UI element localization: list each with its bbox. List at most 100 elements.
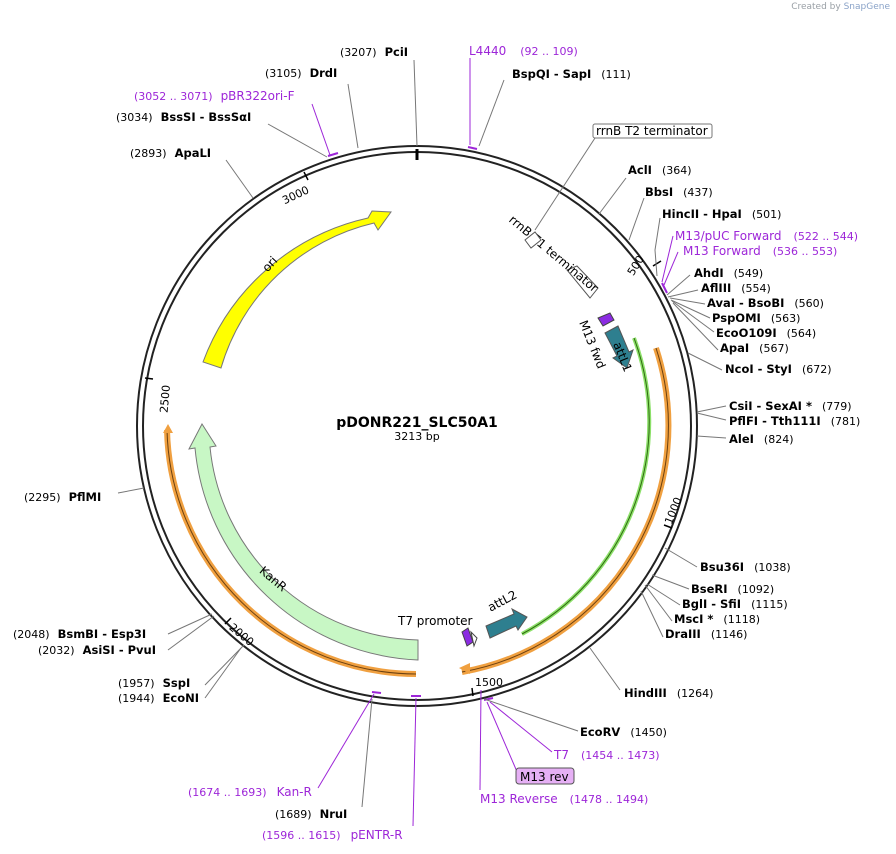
enzyme-msci[interactable]: MscI *(1118) [674, 612, 760, 626]
primer-kan-r[interactable]: (1674 .. 1693)Kan-R [188, 785, 312, 799]
enzyme-leaders [117, 59, 727, 808]
enzyme-acli[interactable]: AclI(364) [628, 163, 692, 177]
enzyme-pflfi[interactable]: PflFI - Tth111I(781) [729, 414, 860, 428]
enzyme-pspomi[interactable]: PspOMI(563) [712, 311, 800, 325]
enzyme-drdi[interactable]: (3105)DrdI [265, 66, 337, 80]
enzyme-bgli[interactable]: BglI - SfiI(1115) [682, 597, 788, 611]
enzyme-afliii[interactable]: AflIII(554) [701, 281, 771, 295]
plasmid-size: 3213 bp [394, 430, 439, 443]
primer-mark-m13-forward [661, 282, 668, 294]
t7-promoter-feature[interactable] [461, 627, 474, 647]
leader-econi [204, 647, 242, 699]
leader-ahdi [666, 274, 691, 296]
leader-draiii [640, 590, 664, 638]
primer-pbr322ori-f[interactable]: (3052 .. 3071)pBR322ori-F [134, 89, 295, 103]
enzyme-hindiii[interactable]: HindIII(1264) [624, 686, 713, 700]
rrnb-t2-box [592, 123, 713, 139]
leader-hincii [654, 217, 661, 277]
t7-small-marker [470, 630, 478, 648]
primer-m13-forward[interactable]: M13 Forward(536 .. 553) [683, 244, 837, 258]
enzyme-ecorv[interactable]: EcoRV(1450) [580, 725, 667, 739]
insert-band-core [521, 337, 650, 635]
plasmid-name: pDONR221_SLC50A1 [336, 415, 498, 431]
leader-bgli [646, 583, 681, 606]
insert-band [521, 337, 652, 636]
tick-label-1000: 1000 [662, 495, 685, 526]
enzyme-bspqi[interactable]: BspQI - SapI(111) [512, 67, 631, 81]
leader-ecorv [483, 698, 579, 732]
t7-promoter-label: T7 promoter [397, 614, 473, 628]
enzyme-ecoo109i[interactable]: EcoO109I(564) [716, 326, 816, 340]
leader-sspi [204, 644, 245, 686]
enzyme-avai[interactable]: AvaI - BsoBI(560) [707, 296, 824, 310]
enzyme-ahdi[interactable]: AhdI(549) [694, 266, 763, 280]
attl2-feature[interactable] [485, 607, 528, 639]
enzyme-bsu36i[interactable]: Bsu36I(1038) [700, 560, 791, 574]
leader-hindiii [589, 647, 621, 691]
rrnb-t2-leader [534, 137, 596, 231]
primer-m13-rev[interactable]: M13 rev [520, 770, 569, 784]
leader-m13-puc [661, 235, 674, 283]
tick-label-2500: 2500 [158, 384, 173, 413]
rrnb-t1-terminator[interactable] [566, 265, 599, 299]
enzyme-ncoi[interactable]: NcoI - StyI(672) [725, 362, 832, 376]
primer-m13-reverse[interactable]: M13 Reverse(1478 .. 1494) [480, 792, 648, 806]
primer-t7[interactable]: T7(1454 .. 1473) [553, 748, 660, 762]
leader-drdi [347, 83, 359, 149]
enzyme-bbsi[interactable]: BbsI(437) [645, 185, 713, 199]
enzyme-pcii[interactable]: (3207)PciI [340, 45, 408, 59]
primer-mark-l4440 [467, 146, 478, 150]
leader-avai [669, 297, 706, 305]
primer-l4440[interactable]: L4440(92 .. 109) [469, 44, 578, 58]
primer-m13-puc-forward[interactable]: M13/pUC Forward(522 .. 544) [675, 229, 858, 243]
leader-apai [672, 302, 719, 351]
enzyme-draiii[interactable]: DraIII(1146) [665, 627, 747, 641]
rrnb-t2-label: rrnB T2 terminator [596, 124, 708, 138]
enzyme-pflmi[interactable]: (2295)PflMI [24, 490, 101, 504]
enzyme-apai[interactable]: ApaI(567) [720, 341, 789, 355]
attl1-feature[interactable] [604, 325, 634, 369]
gene-band-right-arrow [459, 663, 470, 674]
enzyme-csii[interactable]: CsiI - SexAI *(779) [729, 399, 852, 413]
enzyme-asisi[interactable]: (2032)AsiSI - PvuI [38, 643, 156, 657]
enzyme-bseri[interactable]: BseRI(1092) [691, 582, 774, 596]
leader-nrui [361, 698, 373, 808]
tick-mark-2500 [144, 377, 154, 380]
primer-m13-rev-box [515, 767, 575, 785]
gene-band-left-core [166, 429, 417, 675]
kanr-feature[interactable] [188, 423, 419, 661]
tick-mark-1500 [471, 687, 474, 697]
primer-mark-pbr322 [327, 152, 339, 157]
tick-label-500: 500 [625, 253, 647, 278]
tick-label-1500: 1500 [475, 676, 503, 689]
ori-feature[interactable] [202, 210, 392, 369]
leader-pflmi [117, 487, 145, 494]
leader-alei [696, 435, 727, 439]
leader-pentr-r [412, 697, 417, 827]
leader-m13-reverse [479, 689, 482, 791]
enzyme-nrui[interactable]: (1689)NruI [275, 807, 347, 821]
leader-ecoo109i [671, 300, 715, 333]
leader-m13-rev [486, 701, 519, 775]
enzyme-sspi[interactable]: (1957)SspI [118, 676, 190, 690]
m13-fwd-feature[interactable] [597, 312, 615, 327]
leader-acli [598, 177, 627, 215]
rrnb-t2-terminator[interactable] [524, 231, 542, 249]
primer-leaders [311, 58, 679, 827]
enzyme-alei[interactable]: AleI(824) [729, 432, 794, 446]
enzyme-econi[interactable]: (1944)EcoNI [118, 691, 199, 705]
leader-pcii [413, 59, 418, 147]
enzyme-hincii[interactable]: HincII - HpaI(501) [662, 207, 781, 221]
tick-mark-3000 [303, 171, 309, 181]
leader-bsu36i [664, 547, 698, 568]
tick-mark-500 [652, 260, 662, 267]
leader-bsssi [267, 123, 328, 158]
enzyme-bsssi[interactable]: (3034)BssSI - BssSαI [116, 110, 251, 124]
leader-ncoi [687, 352, 723, 371]
enzyme-bsmbi[interactable]: (2048)BsmBI - Esp3I [13, 627, 146, 641]
tick-mark-2000 [224, 617, 232, 625]
snapgene-credit: Created by SnapGene [791, 2, 890, 12]
primer-pentr-r[interactable]: (1596 .. 1615)pENTR-R [262, 828, 403, 842]
enzyme-apali[interactable]: (2893)ApaLI [130, 146, 211, 160]
